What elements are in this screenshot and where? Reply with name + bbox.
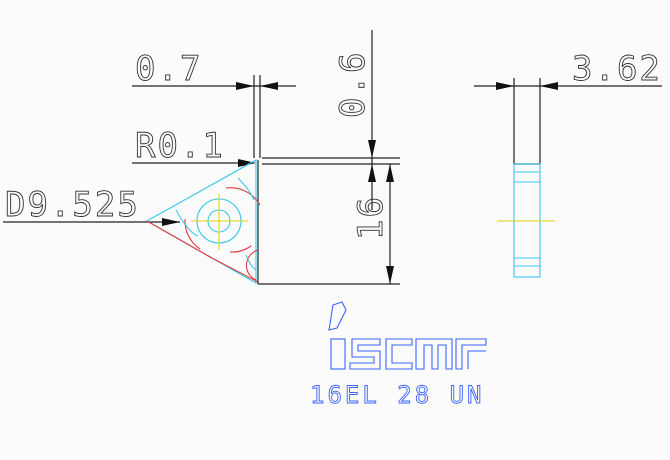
dim-length: 16: [262, 163, 400, 285]
dim-label-0-6: 0.6: [333, 51, 373, 118]
dim-height-top: 0.6: [262, 30, 400, 210]
insert-front-view: [145, 159, 262, 285]
dim-label-r0-1: R0.1: [135, 126, 225, 166]
dim-corner-radius: R0.1: [132, 126, 256, 167]
dim-width-top: 0.7: [132, 49, 296, 158]
dim-inscribed-diameter: D9.525: [3, 185, 180, 226]
dim-label-16: 16: [351, 195, 391, 240]
dim-label-3-62: 3.62: [572, 49, 662, 89]
part-number: 16EL 28 UN: [310, 381, 485, 409]
insert-side-view: [497, 78, 555, 278]
dim-label-d9-525: D9.525: [5, 185, 140, 225]
dim-label-0-7: 0.7: [135, 49, 202, 89]
iscar-logo: [328, 301, 487, 370]
dim-thickness: 3.62: [474, 49, 662, 90]
